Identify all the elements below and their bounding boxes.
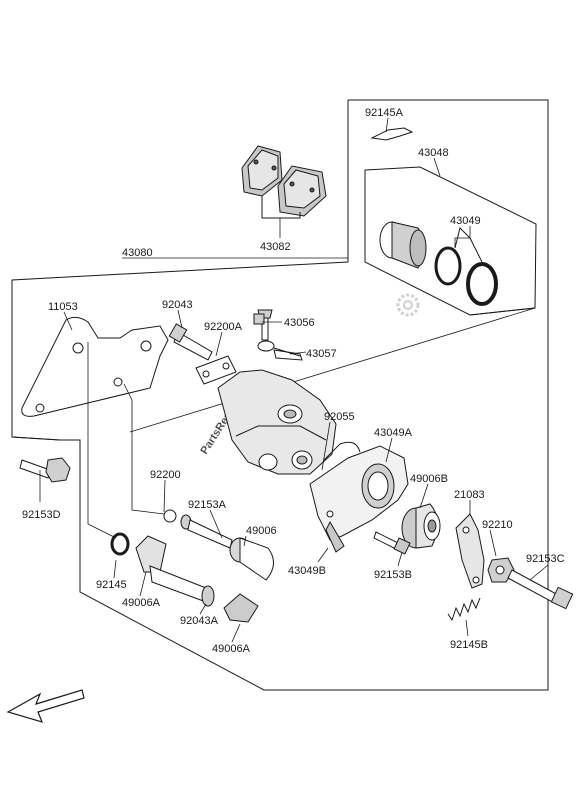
label-11053[interactable]: 11053 [48, 301, 78, 313]
lever-21083 [455, 513, 515, 589]
label-92200[interactable]: 92200 [150, 469, 181, 481]
label-92200a[interactable]: 92200A [204, 321, 243, 333]
label-49006[interactable]: 49006 [246, 525, 277, 537]
leader-lines [39, 117, 549, 643]
front-direction-arrow [6, 689, 85, 723]
label-43080[interactable]: 43080 [122, 247, 153, 259]
bushing-49006b [401, 503, 441, 549]
support-bracket [309, 441, 409, 553]
caliper-body [217, 309, 337, 475]
label-43056[interactable]: 43056 [284, 317, 315, 329]
label-21083[interactable]: 21083 [454, 489, 485, 501]
caliper-bracket [21, 316, 169, 417]
label-92043a[interactable]: 92043A [180, 615, 219, 627]
label-49006a-lower[interactable]: 49006A [212, 643, 251, 655]
frame-outline [11, 99, 549, 691]
label-92210[interactable]: 92210 [482, 519, 513, 531]
gear-logo-icon [396, 293, 420, 317]
label-43049a[interactable]: 43049A [374, 427, 413, 439]
label-92145[interactable]: 92145 [96, 579, 127, 591]
label-49006a-upper[interactable]: 49006A [122, 597, 161, 609]
spring-92145a [370, 127, 414, 141]
label-92145a[interactable]: 92145A [365, 107, 404, 119]
spring-92145b [447, 597, 481, 622]
label-43057[interactable]: 43057 [306, 348, 337, 360]
bolt-92153d [19, 457, 71, 483]
label-92145b[interactable]: 92145B [450, 639, 488, 651]
label-43082[interactable]: 43082 [260, 241, 291, 253]
label-92153d[interactable]: 92153D [22, 509, 61, 521]
piston-box [129, 166, 537, 433]
label-92153c[interactable]: 92153C [526, 553, 565, 565]
part-labels: 92145A 43048 43049 43080 43082 11053 920… [22, 107, 565, 655]
label-92043[interactable]: 92043 [162, 299, 193, 311]
lower-pin-assembly [110, 509, 274, 623]
bolt-92153c [507, 569, 574, 610]
brake-pads [241, 145, 327, 219]
bolt-92153b [373, 531, 411, 555]
label-43048[interactable]: 43048 [418, 147, 449, 159]
label-49006b[interactable]: 49006B [410, 473, 448, 485]
slide-pin-upper [168, 323, 237, 385]
label-92153b[interactable]: 92153B [374, 569, 412, 581]
label-92153a[interactable]: 92153A [188, 499, 227, 511]
label-43049b[interactable]: 43049B [288, 565, 326, 577]
pistons [379, 221, 498, 306]
bleeder-valve [253, 313, 301, 357]
label-92055[interactable]: 92055 [324, 411, 355, 423]
label-43049[interactable]: 43049 [450, 215, 481, 227]
